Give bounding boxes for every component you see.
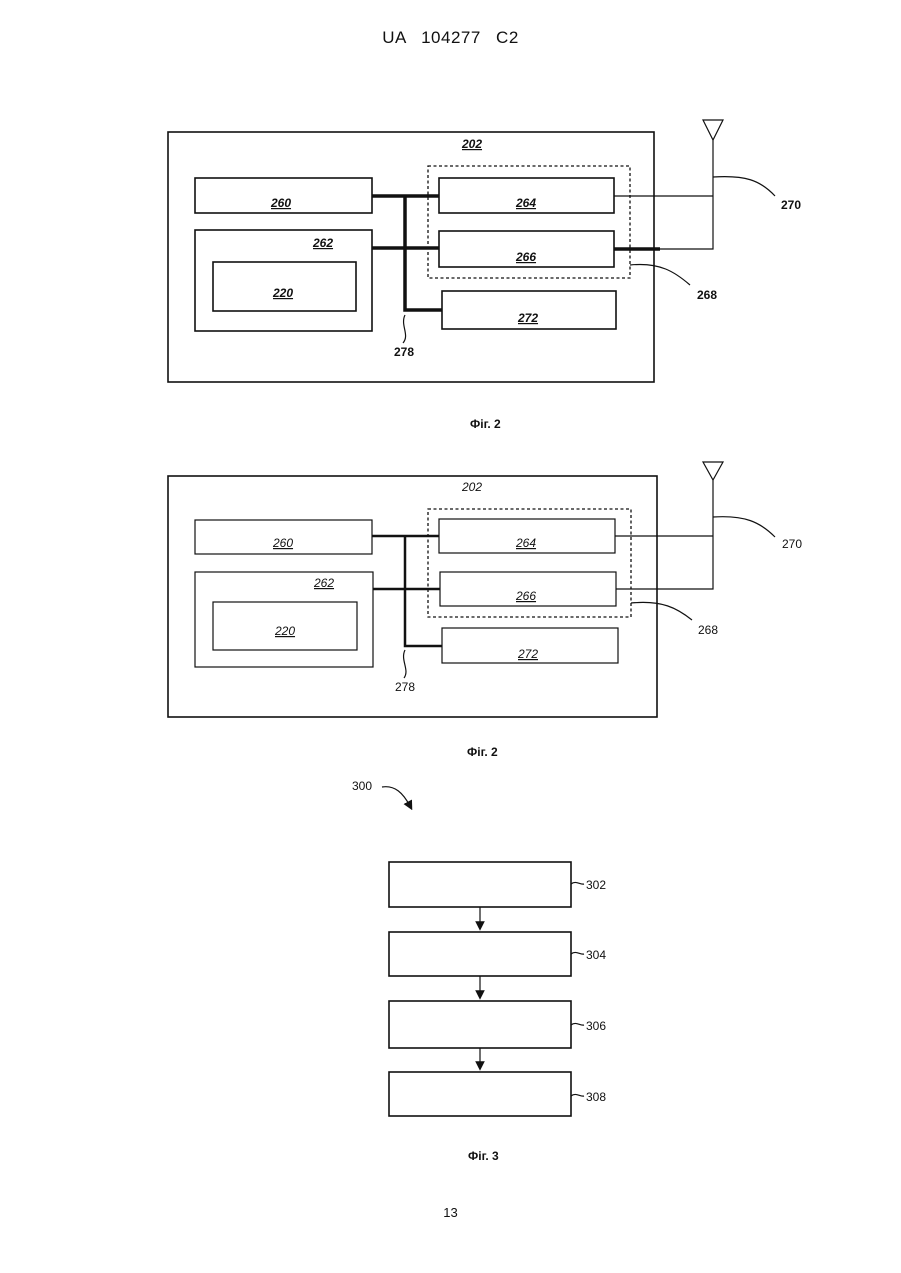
bus-278 (372, 196, 442, 310)
leader-278 (404, 650, 406, 678)
figure-2-top: 202 260 262 220 264 266 272 270 268 278 … (168, 120, 801, 431)
ref-278: 278 (394, 345, 414, 359)
ref-278: 278 (395, 680, 415, 694)
label-260: 260 (272, 536, 293, 550)
leader-270 (713, 517, 775, 537)
label-272: 272 (517, 311, 538, 325)
figure-caption: Фіг. 2 (467, 745, 498, 759)
leader-268 (630, 264, 690, 285)
ref-270: 270 (781, 198, 801, 212)
label-272: 272 (517, 647, 538, 661)
step-box-306 (389, 1001, 571, 1048)
label-262: 262 (313, 576, 334, 590)
antenna-icon (703, 120, 723, 140)
page-number: 13 (0, 1205, 901, 1220)
leader-268 (631, 602, 692, 620)
label-260: 260 (270, 196, 291, 210)
ref-306: 306 (586, 1019, 606, 1033)
bus-278 (372, 536, 442, 646)
ref-268: 268 (698, 623, 718, 637)
step-box-308 (389, 1072, 571, 1116)
label-264: 264 (515, 536, 536, 550)
label-202: 202 (461, 480, 482, 494)
ref-308: 308 (586, 1090, 606, 1104)
line-266-antenna (660, 140, 713, 249)
ref-304: 304 (586, 948, 606, 962)
antenna-icon (703, 462, 723, 480)
ref-302: 302 (586, 878, 606, 892)
block-262 (195, 230, 372, 331)
ref-268: 268 (697, 288, 717, 302)
ref-300: 300 (352, 779, 372, 793)
leader-302 (571, 882, 584, 884)
step-box-304 (389, 932, 571, 976)
label-266: 266 (515, 589, 536, 603)
arrow-300 (382, 787, 410, 806)
label-220: 220 (274, 624, 295, 638)
ref-270: 270 (782, 537, 802, 551)
leader-304 (571, 952, 584, 954)
figure-caption: Фіг. 2 (470, 417, 501, 431)
label-266: 266 (515, 250, 536, 264)
label-262: 262 (312, 236, 333, 250)
figure-3-flowchart: 300 302 304 306 308 Фіг. 3 (352, 779, 606, 1163)
leader-308 (571, 1094, 584, 1096)
label-202: 202 (461, 137, 482, 151)
label-264: 264 (515, 196, 536, 210)
figure-2-bottom: 202 260 262 220 264 266 272 270 268 278 … (168, 462, 802, 759)
leader-278 (403, 315, 406, 343)
step-box-302 (389, 862, 571, 907)
figure-caption: Фіг. 3 (468, 1149, 499, 1163)
block-262 (195, 572, 373, 667)
leader-270 (713, 177, 775, 196)
leader-306 (571, 1023, 584, 1025)
label-220: 220 (272, 286, 293, 300)
